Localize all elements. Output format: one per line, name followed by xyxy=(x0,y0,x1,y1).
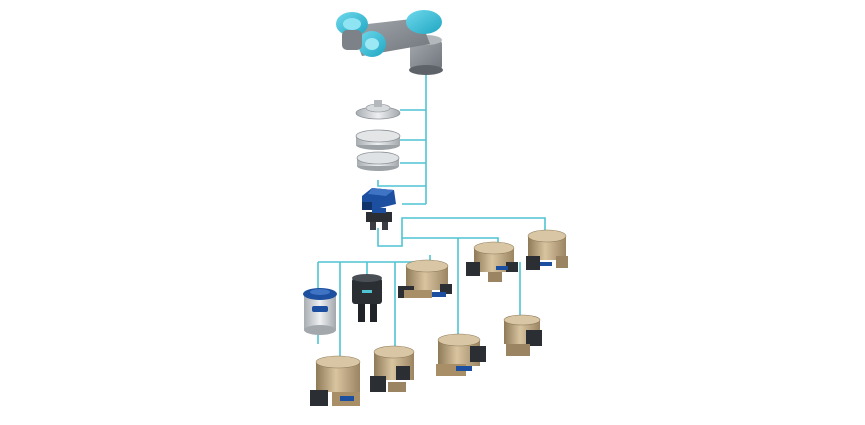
quick-change-plate-icon xyxy=(355,129,401,150)
parallel-gripper-icon xyxy=(310,355,361,406)
parallel-gripper-icon xyxy=(466,241,518,282)
flange-plate-icon xyxy=(355,100,401,120)
quick-change-plate-icon xyxy=(356,151,400,171)
parallel-gripper-icon xyxy=(398,259,452,298)
black-gripper-icon xyxy=(352,274,382,322)
connector-lines xyxy=(317,72,546,358)
robot-arm-icon xyxy=(336,10,443,75)
rotary-module-icon xyxy=(366,208,392,230)
parallel-gripper-icon xyxy=(526,229,568,270)
vacuum-gripper-icon xyxy=(303,288,337,335)
parallel-gripper-icon xyxy=(503,314,542,356)
parallel-gripper-icon xyxy=(370,345,415,392)
parallel-gripper-icon xyxy=(436,333,486,376)
blue-compliance-unit-icon xyxy=(362,188,396,210)
